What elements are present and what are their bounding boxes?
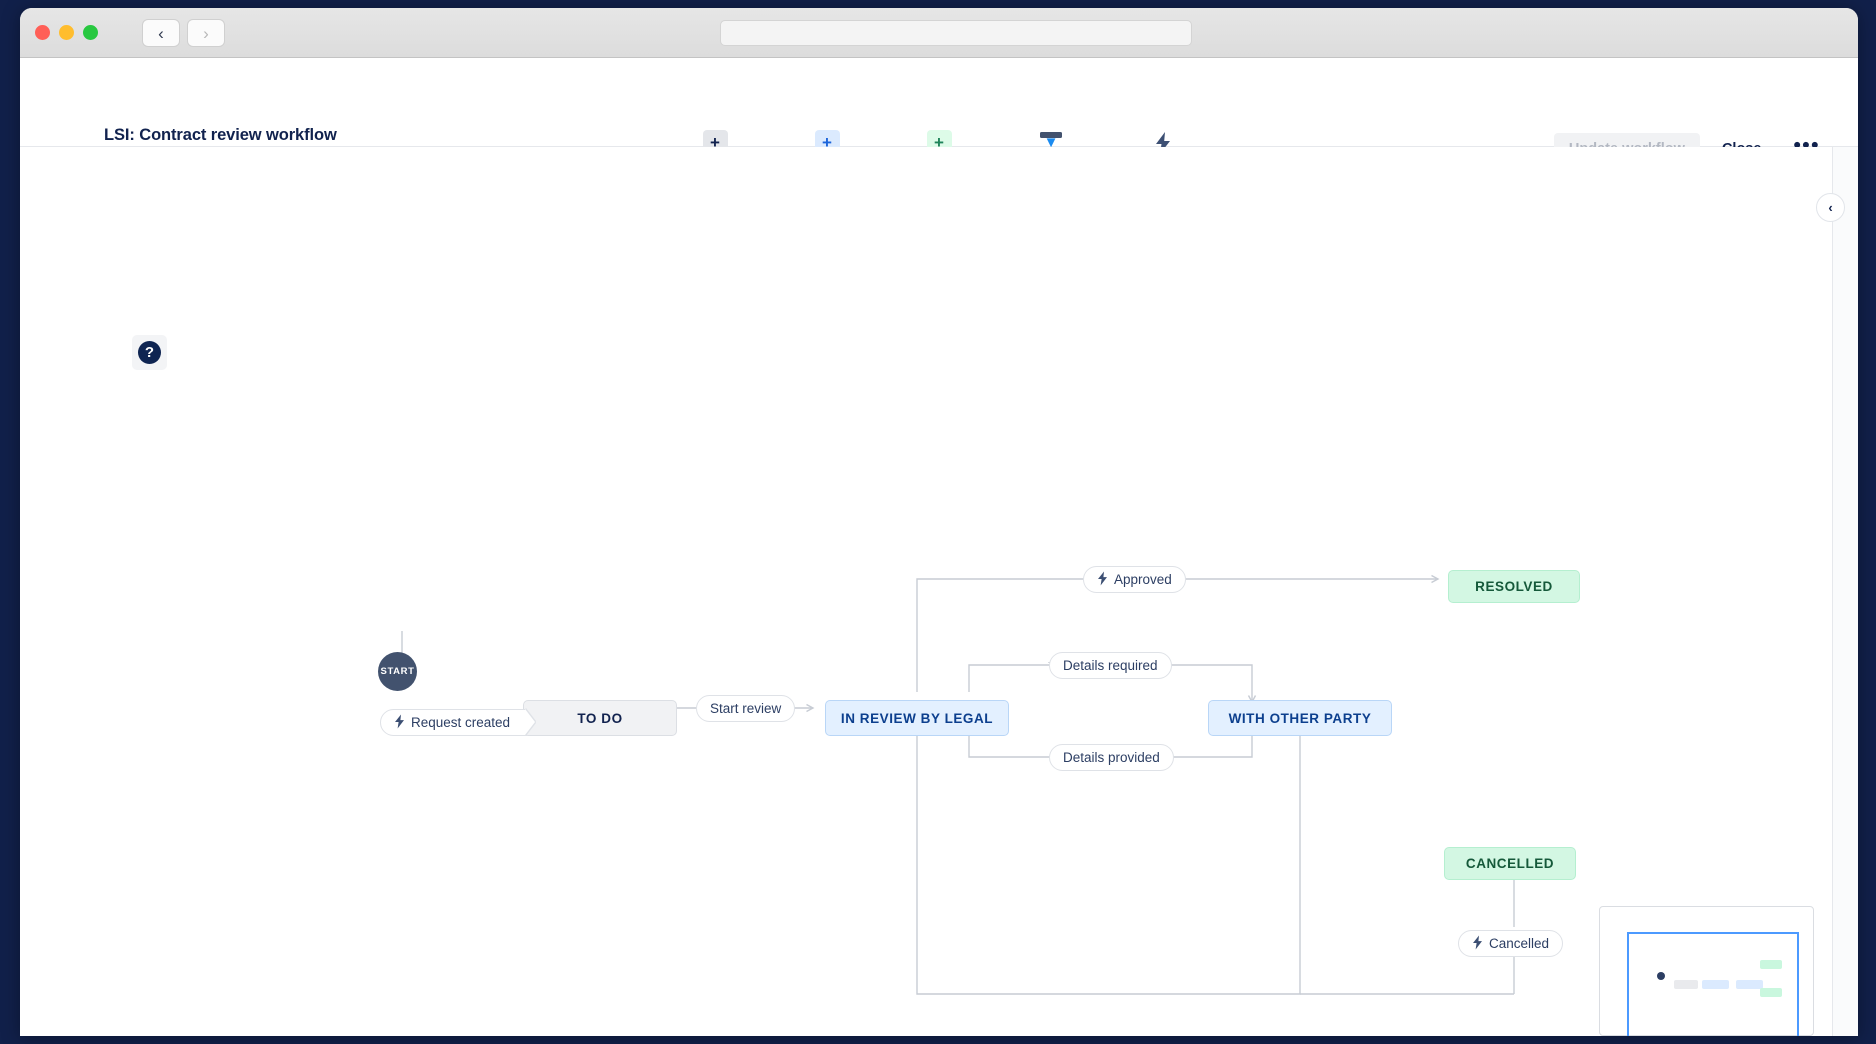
workflow-diagram: START TO DO IN REVIEW BY LEGAL WITH OTHE… xyxy=(20,147,1858,1036)
lightning-bolt-icon xyxy=(1472,935,1483,951)
transition-label: Request created xyxy=(411,715,511,730)
app-header: ✕ LSI: Contract review workflow Used in … xyxy=(20,58,1858,178)
traffic-lights xyxy=(35,25,98,40)
forward-icon[interactable]: › xyxy=(187,19,225,47)
transition-label: Start review xyxy=(710,701,782,716)
lightning-bolt-icon xyxy=(1097,571,1108,587)
status-node-todo[interactable]: TO DO xyxy=(523,700,677,736)
transition-approved[interactable]: Approved xyxy=(1083,566,1186,593)
minimap[interactable] xyxy=(1599,906,1814,1036)
window-titlebar: ‹ › xyxy=(20,8,1858,58)
status-node-resolved[interactable]: RESOLVED xyxy=(1448,570,1580,603)
close-window-button[interactable] xyxy=(35,25,50,40)
address-bar[interactable] xyxy=(720,20,1192,46)
question-mark-icon: ? xyxy=(138,341,161,364)
lightning-bolt-icon xyxy=(394,714,405,730)
page-title: LSI: Contract review workflow xyxy=(104,126,337,144)
transition-details-required[interactable]: Details required xyxy=(1049,652,1172,679)
minimap-node-in-review xyxy=(1702,980,1729,989)
browser-window: ‹ › ✕ LSI: Contract review workflow Used… xyxy=(20,8,1858,1036)
right-panel-strip xyxy=(1832,147,1858,1036)
status-node-cancelled[interactable]: CANCELLED xyxy=(1444,847,1576,880)
minimap-node-with-other-party xyxy=(1736,980,1763,989)
transition-label: Details provided xyxy=(1063,750,1160,765)
transition-label: Approved xyxy=(1114,572,1172,587)
transition-cancelled[interactable]: Cancelled xyxy=(1458,930,1564,957)
status-node-with-other-party[interactable]: WITH OTHER PARTY xyxy=(1208,700,1392,736)
transition-start-review[interactable]: Start review xyxy=(696,695,796,722)
minimap-node-todo xyxy=(1674,980,1698,989)
zoom-window-button[interactable] xyxy=(83,25,98,40)
workflow-canvas[interactable]: ‹ ? xyxy=(20,147,1858,1036)
status-node-in-review-by-legal[interactable]: IN REVIEW BY LEGAL xyxy=(825,700,1009,736)
collapse-panel-icon[interactable]: ‹ xyxy=(1816,193,1845,222)
back-icon[interactable]: ‹ xyxy=(142,19,180,47)
transition-label: Cancelled xyxy=(1489,936,1550,951)
minimap-node-cancelled xyxy=(1760,988,1782,997)
transition-details-provided[interactable]: Details provided xyxy=(1049,744,1174,771)
lightning-bolt-icon xyxy=(1151,130,1176,155)
minimize-window-button[interactable] xyxy=(59,25,74,40)
transition-request-created[interactable]: Request created xyxy=(380,709,528,736)
connector-lines xyxy=(401,574,1519,995)
minimap-node-start xyxy=(1657,972,1665,980)
navigation-buttons: ‹ › xyxy=(142,19,225,47)
minimap-node-resolved xyxy=(1760,960,1782,969)
minimap-viewport[interactable] xyxy=(1627,932,1799,1036)
transition-label: Details required xyxy=(1063,658,1158,673)
help-button[interactable]: ? xyxy=(132,335,167,370)
start-node[interactable]: START xyxy=(378,652,417,691)
